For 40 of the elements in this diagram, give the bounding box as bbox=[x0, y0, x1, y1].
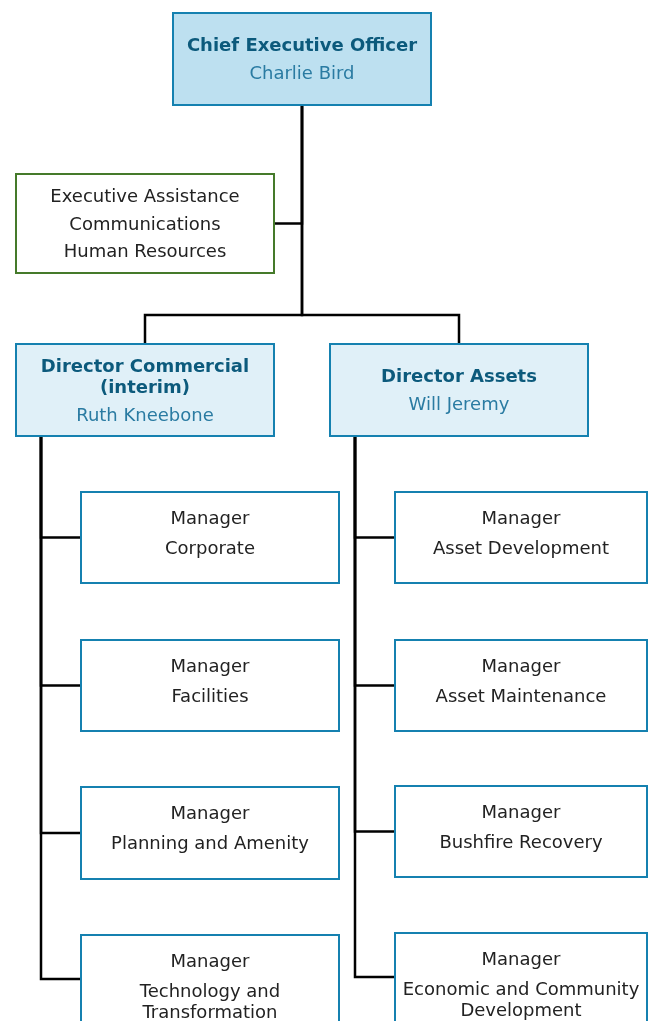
director-box bbox=[329, 343, 589, 437]
role-title: Manager bbox=[481, 948, 561, 970]
unit-name: Corporate bbox=[165, 536, 255, 559]
unit-name: Asset Development bbox=[432, 536, 610, 559]
role-title: Director Commercial (interim) bbox=[39, 354, 251, 398]
connector-line bbox=[300, 106, 461, 343]
unit-name: Asset Maintenance bbox=[435, 684, 607, 707]
unit-name: Technology and Transformation bbox=[138, 979, 282, 1021]
support-box bbox=[15, 173, 275, 274]
manager-box bbox=[394, 785, 648, 878]
executive-box bbox=[172, 12, 432, 106]
role-title: Manager bbox=[481, 801, 561, 823]
unit-name: Economic and Community Development bbox=[401, 977, 641, 1021]
manager-box bbox=[394, 491, 648, 584]
role-title: Manager bbox=[481, 507, 561, 529]
manager-box bbox=[80, 639, 340, 732]
manager-box bbox=[80, 786, 340, 880]
role-title: Manager bbox=[481, 655, 561, 677]
unit-name: Bushfire Recovery bbox=[439, 830, 603, 853]
director-box bbox=[15, 343, 275, 437]
function-name: Communications bbox=[69, 212, 221, 235]
role-title: Manager bbox=[170, 507, 250, 529]
connector-line bbox=[353, 437, 394, 979]
unit-name: Facilities bbox=[171, 684, 249, 707]
function-name: Executive Assistance bbox=[50, 185, 240, 207]
role-title: Manager bbox=[170, 950, 250, 972]
role-title: Manager bbox=[170, 802, 250, 824]
person-name: Will Jeremy bbox=[408, 393, 510, 415]
function-name: Human Resources bbox=[63, 240, 227, 262]
manager-box bbox=[80, 491, 340, 584]
manager-box bbox=[394, 639, 648, 732]
manager-box bbox=[80, 934, 340, 1021]
manager-box bbox=[394, 932, 648, 1021]
role-title: Chief Executive Officer bbox=[186, 34, 418, 56]
person-name: Charlie Bird bbox=[249, 62, 355, 84]
role-title: Manager bbox=[170, 655, 250, 677]
connector-line bbox=[39, 437, 80, 981]
person-name: Ruth Kneebone bbox=[76, 403, 214, 426]
role-title: Director Assets bbox=[381, 365, 537, 387]
unit-name: Planning and Amenity bbox=[111, 831, 309, 854]
